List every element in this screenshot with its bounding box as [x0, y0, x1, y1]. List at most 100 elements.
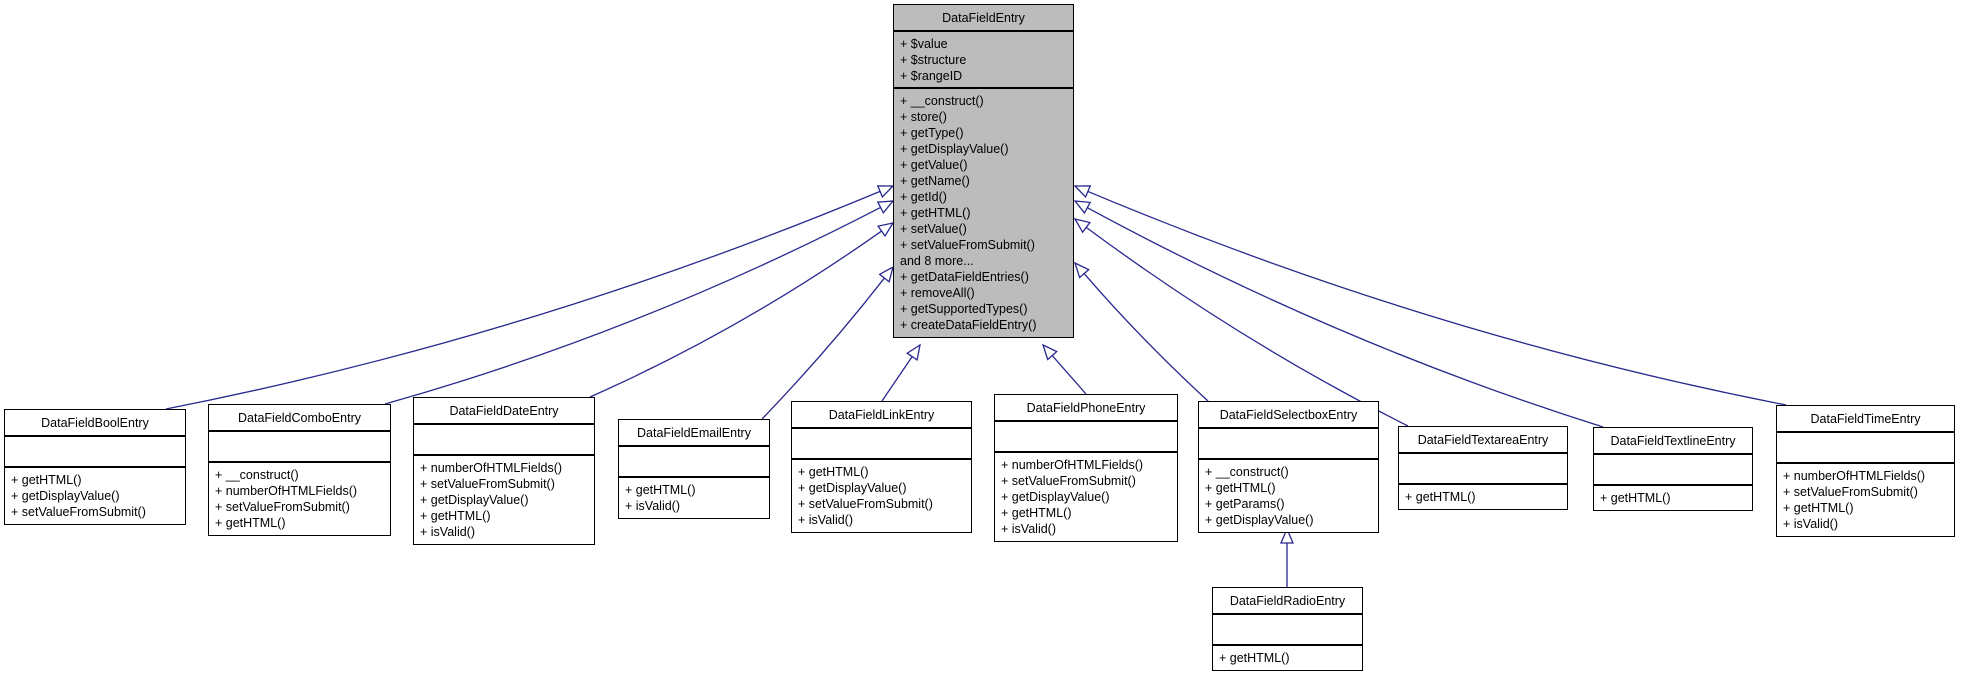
class-attributes-compartment	[619, 445, 769, 476]
class-node-radio[interactable]: DataFieldRadioEntry + getHTML()	[1212, 587, 1363, 671]
method-row: + getId()	[900, 190, 947, 204]
method-row: + __construct()	[900, 94, 984, 108]
class-title: DataFieldSelectboxEntry	[1219, 408, 1358, 422]
class-node-bool[interactable]: DataFieldBoolEntry + getHTML() + getDispla…	[4, 409, 186, 525]
class-methods-compartment: + getHTML() + getDisplayValue() + setValue…	[5, 466, 185, 524]
method-row: + getDisplayValue()	[11, 489, 120, 503]
inheritance-arrowhead-bool	[876, 185, 895, 199]
method-row: + isValid()	[420, 525, 475, 539]
class-node-selectbox[interactable]: DataFieldSelectboxEntry+ __construct()+ …	[1198, 401, 1379, 533]
method-row: + getDisplayValue()	[1205, 513, 1314, 527]
inheritance-arrowhead-time	[1073, 185, 1092, 199]
method-row: and 8 more...	[900, 254, 974, 268]
inheritance-edge-selectbox	[1083, 273, 1209, 402]
method-row: + numberOfHTMLFields()	[215, 484, 358, 498]
class-attributes-compartment	[1213, 613, 1362, 644]
method-row: + setValueFromSubmit()	[11, 505, 146, 519]
method-row: + getParams()	[1205, 497, 1285, 511]
class-attributes-compartment	[1399, 452, 1567, 483]
method-row: + getDisplayValue()	[900, 142, 1009, 156]
class-methods-compartment: + numberOfHTMLFields()+ setValueFromSubm…	[414, 454, 594, 544]
inheritance-edge-combo	[384, 206, 881, 405]
inheritance-edge-link	[881, 356, 913, 402]
class-node-combo[interactable]: DataFieldComboEntry + __construct() + numb…	[208, 404, 391, 536]
method-row: + getHTML()	[1001, 506, 1072, 520]
class-node-textline[interactable]: DataFieldTextlineEntry + getHTML()	[1593, 427, 1753, 511]
inheritance-arrowhead-email	[878, 265, 895, 283]
class-title: DataFieldComboEntry	[238, 411, 361, 425]
method-row: + isValid()	[798, 513, 853, 527]
method-row: + setValue()	[900, 222, 967, 236]
method-row: + getHTML()	[798, 465, 869, 479]
method-row: + getHTML()	[1405, 490, 1476, 504]
class-title: DataFieldEmailEntry	[637, 426, 751, 440]
method-row: + numberOfHTMLFields()	[420, 461, 563, 475]
method-row: + setValueFromSubmit()	[1001, 474, 1136, 488]
inheritance-arrowhead-combo	[876, 200, 895, 214]
class-attributes-compartment	[1199, 427, 1378, 458]
class-node-phone[interactable]: DataFieldPhoneEntry+ numberOfHTMLFields(…	[994, 394, 1178, 542]
class-methods-compartment: + getHTML()	[1213, 644, 1362, 670]
method-row: + getType()	[900, 126, 964, 140]
attribute-row: + $rangeID	[900, 69, 963, 83]
method-row: + getDataFieldEntries()	[900, 270, 1029, 284]
class-attributes-compartment	[995, 420, 1177, 451]
inheritance-edge-time	[1087, 190, 1787, 406]
class-title: DataFieldEntry	[942, 11, 1025, 25]
method-row: + getHTML()	[900, 206, 971, 220]
class-title: DataFieldDateEntry	[449, 404, 559, 418]
method-row: + isValid()	[625, 499, 680, 513]
method-row: + isValid()	[1001, 522, 1056, 536]
class-attributes-compartment	[792, 427, 971, 458]
method-row: + getDisplayValue()	[1001, 490, 1110, 504]
class-title: DataFieldRadioEntry	[1229, 594, 1346, 608]
method-row: + setValueFromSubmit()	[215, 500, 350, 514]
attribute-row: + $value	[900, 37, 948, 51]
inheritance-edge-date	[589, 230, 882, 398]
method-row: + __construct()	[215, 468, 299, 482]
method-row: + getValue()	[900, 158, 968, 172]
inheritance-arrowhead-textline	[1073, 200, 1092, 215]
class-title: DataFieldPhoneEntry	[1026, 401, 1146, 415]
inheritance-arrowhead-link	[905, 343, 921, 362]
class-attributes-compartment	[209, 430, 390, 461]
inheritance-edge-bool	[165, 190, 881, 410]
inheritance-edge-textline	[1087, 207, 1604, 428]
class-node-date[interactable]: DataFieldDateEntry + numberOfHTMLFields()…	[413, 397, 595, 545]
class-title: DataFieldBoolEntry	[41, 416, 149, 430]
class-methods-compartment: + __construct() + getHTML() + getParams() +…	[1199, 458, 1378, 532]
class-title: DataFieldTextareaEntry	[1417, 433, 1549, 447]
method-row: + setValueFromSubmit()	[900, 238, 1035, 252]
method-row: + getHTML()	[1205, 481, 1276, 495]
class-node-root[interactable]: DataFieldEntry + $value + $structure + $ran…	[893, 4, 1074, 338]
inheritance-arrowhead-radio	[1280, 527, 1294, 544]
class-node-email[interactable]: DataFieldEmailEntry + getHTML()+ isValid(…	[618, 419, 770, 519]
inheritance-arrowhead-selectbox	[1073, 261, 1090, 279]
class-methods-compartment: + getHTML()	[1594, 484, 1752, 510]
class-attributes-compartment	[414, 423, 594, 454]
inheritance-arrowhead-textarea	[1073, 218, 1091, 234]
class-title: DataFieldTextlineEntry	[1610, 434, 1736, 448]
method-row: + isValid()	[1783, 517, 1838, 531]
class-methods-compartment: + __construct() + numberOfHTMLFields() + s…	[209, 461, 390, 535]
method-row: + getSupportedTypes()	[900, 302, 1028, 316]
class-methods-compartment: + getHTML()+ isValid()	[619, 476, 769, 518]
method-row: + __construct()	[1205, 465, 1289, 479]
method-row: + getHTML()	[11, 473, 82, 487]
class-methods-compartment: + getHTML()+ getDisplayValue()+ setValue…	[792, 458, 971, 532]
class-node-time[interactable]: DataFieldTimeEntry+ numberOfHTMLFields()…	[1776, 405, 1955, 537]
attribute-row: + $structure	[900, 53, 967, 67]
class-methods-compartment: + __construct()+ store()+ getType()+ get…	[894, 87, 1073, 337]
class-attributes-compartment	[1777, 431, 1954, 462]
inheritance-arrowhead-date	[877, 222, 895, 238]
class-node-link[interactable]: DataFieldLinkEntry+ getHTML()+ getDispla…	[791, 401, 972, 533]
class-node-textarea[interactable]: DataFieldTextareaEntry + getHTML()	[1398, 426, 1568, 510]
method-row: + getHTML()	[1783, 501, 1854, 515]
method-row: + getHTML()	[215, 516, 286, 530]
method-row: + getName()	[900, 174, 970, 188]
class-methods-compartment: + numberOfHTMLFields()+ setValueFromSubm…	[1777, 462, 1954, 536]
class-attributes-compartment: + $value + $structure + $rangeID	[894, 30, 1073, 87]
method-row: + removeAll()	[900, 286, 975, 300]
